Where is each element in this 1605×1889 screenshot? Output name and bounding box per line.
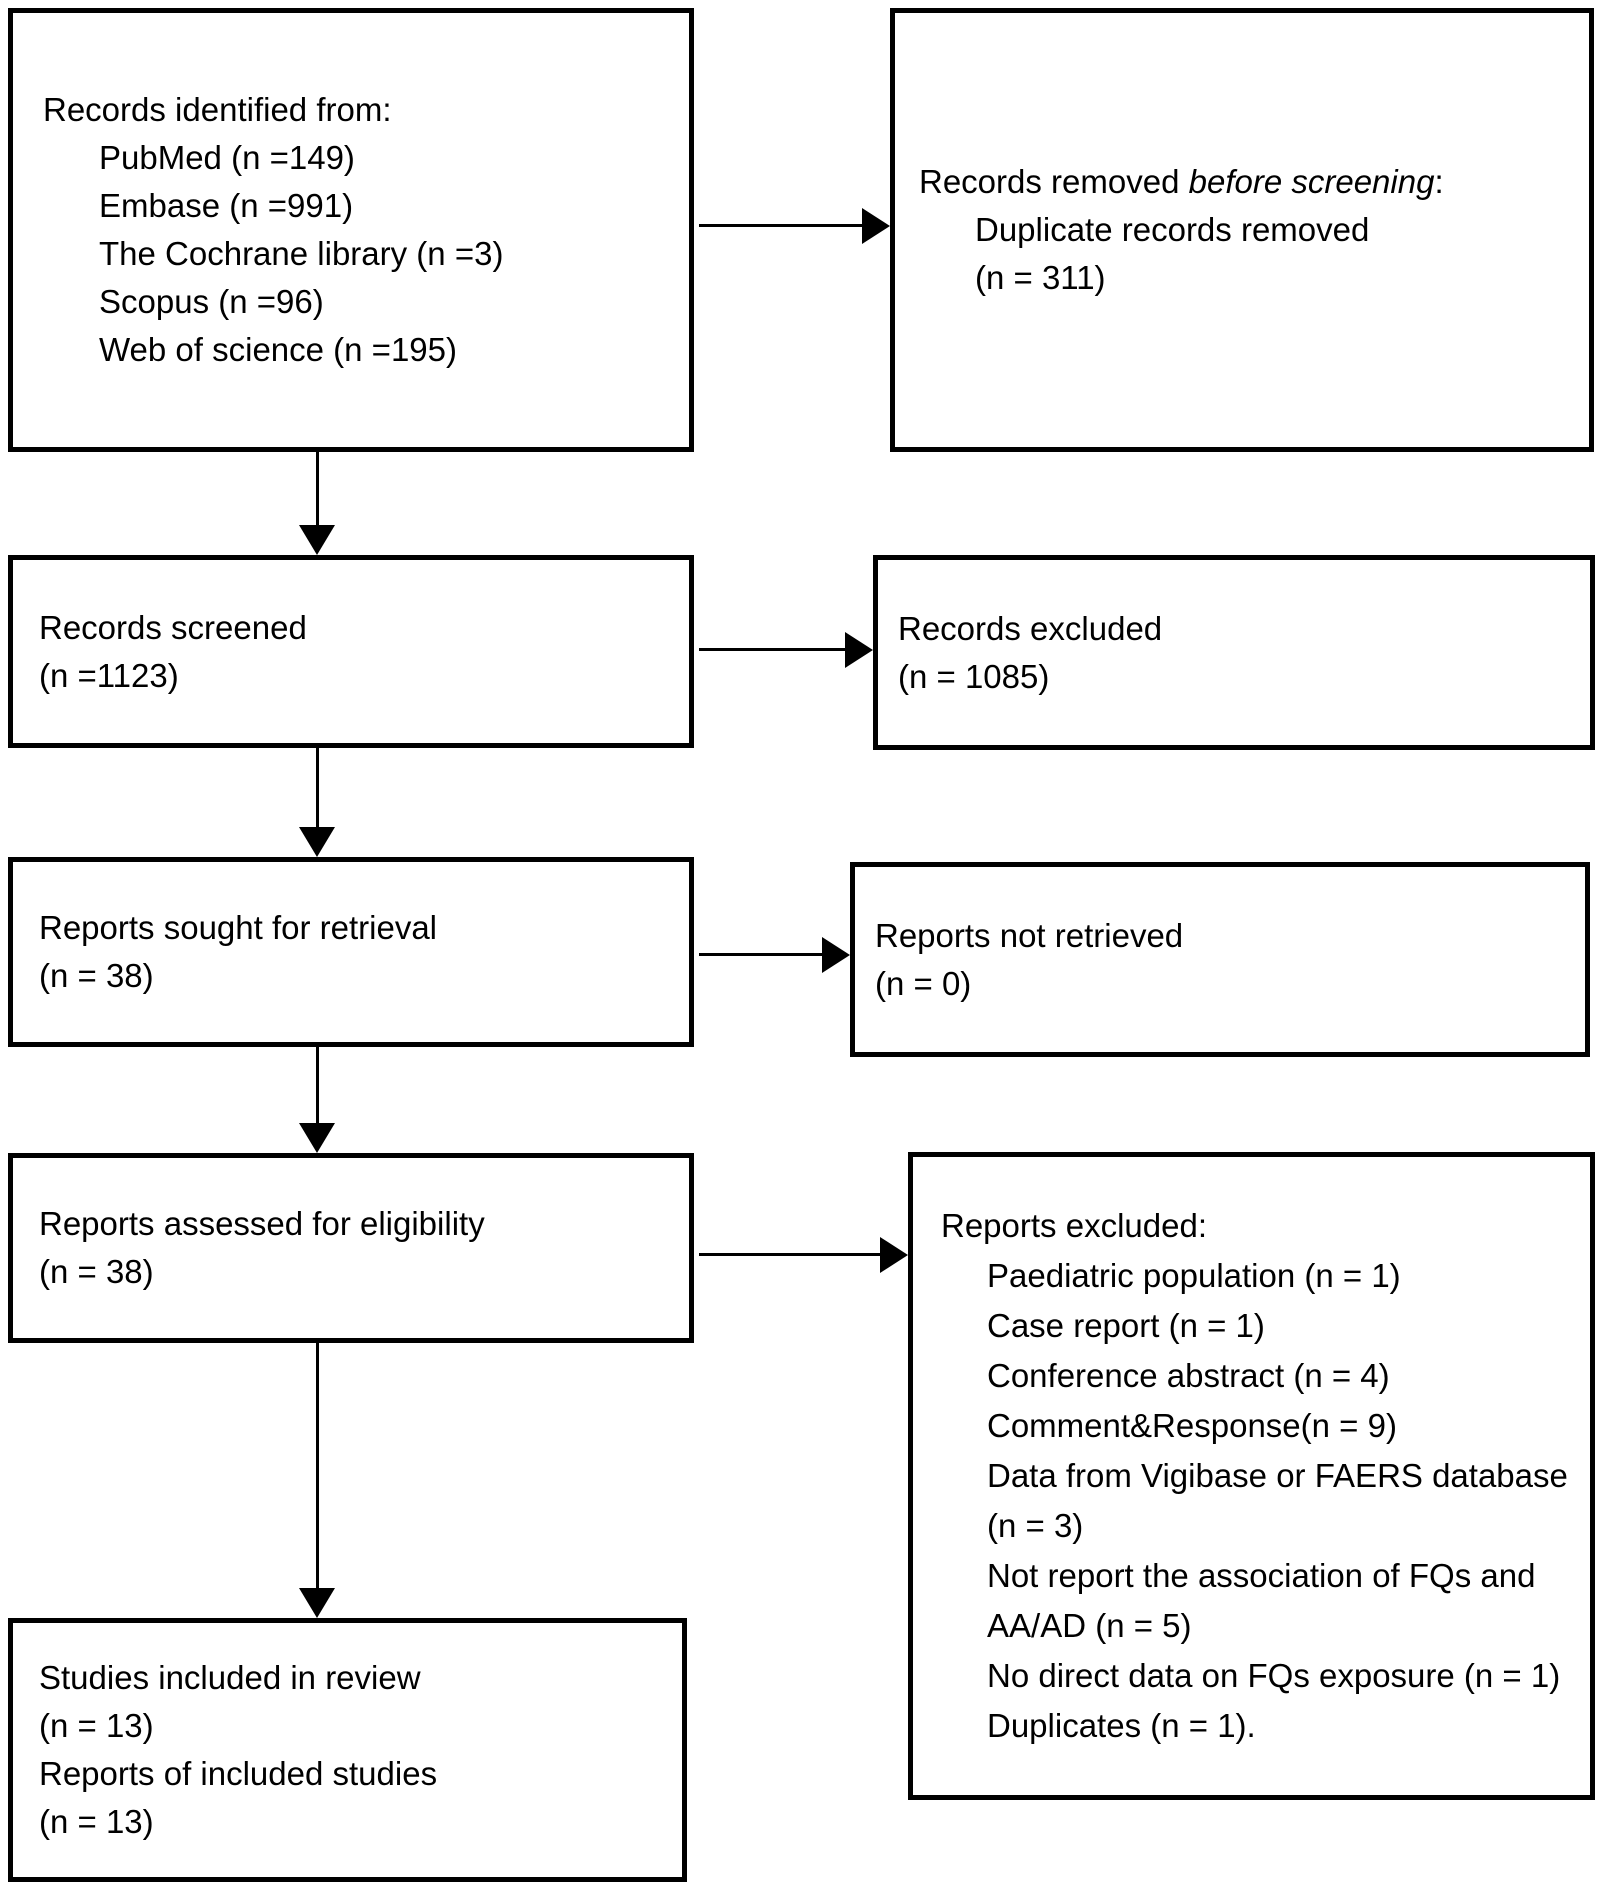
records-identified-title: Records identified from: [43, 91, 392, 128]
records-excluded-line: (n = 1085) [898, 657, 1050, 695]
records-removed-title-suffix: : [1434, 163, 1444, 200]
removed-detail-line: Duplicate records removed [975, 211, 1370, 248]
arrow-identified-to-screened-head [299, 525, 335, 555]
exclusion-reason-line: Data from Vigibase or FAERS database (n … [987, 1457, 1568, 1544]
arrow-screened-to-sought-line [316, 748, 319, 827]
exclusion-reason-line: Paediatric population (n = 1) [987, 1257, 1401, 1294]
exclusion-reason-line: Comment&Response(n = 9) [987, 1407, 1397, 1444]
records-identified-sources: PubMed (n =149) Embase (n =991) The Cochra… [43, 134, 681, 374]
records-excluded-line: Records excluded [898, 609, 1163, 647]
source-count-line: PubMed (n =149) [99, 139, 355, 176]
exclusion-reason-line: Conference abstract (n = 4) [987, 1357, 1390, 1394]
arrow-assessed-to-included-head [299, 1588, 335, 1618]
records-removed-title: Records removed before screening: [919, 158, 1581, 206]
reports-excluded-title: Reports excluded: [941, 1207, 1207, 1244]
records-screened-line: Records screened [39, 608, 307, 646]
removed-detail-line: (n = 311) [975, 259, 1106, 296]
arrow-screened-to-excluded-head [845, 632, 873, 668]
reports-assessed-line: (n = 38) [39, 1253, 154, 1290]
box-reports-sought: Reports sought for retrieval (n = 38) [8, 857, 694, 1047]
box-reports-not-retrieved: Reports not retrieved (n = 0) [850, 862, 1590, 1057]
studies-included-line: (n = 13) [39, 1803, 154, 1840]
arrow-identified-to-removed-head [862, 208, 890, 244]
arrow-sought-to-assessed-head [299, 1123, 335, 1153]
arrow-identified-to-screened-line [316, 452, 319, 525]
box-records-removed: Records removed before screening: Duplic… [890, 8, 1594, 452]
arrow-assessed-to-reports-excluded-head [880, 1237, 908, 1273]
reports-not-retrieved-line: Reports not retrieved [875, 916, 1184, 954]
arrow-identified-to-removed-line [699, 224, 862, 227]
reports-excluded-reasons: Paediatric population (n = 1) Case report… [941, 1251, 1576, 1751]
arrow-screened-to-excluded-line [699, 648, 845, 651]
source-count-line: Web of science (n =195) [99, 331, 458, 368]
arrow-screened-to-sought-head [299, 827, 335, 857]
box-reports-excluded: Reports excluded: Paediatric population … [908, 1152, 1595, 1800]
arrow-sought-to-not-retrieved-head [822, 937, 850, 973]
source-count-line: Embase (n =991) [99, 187, 354, 224]
studies-included-line: Reports of included studies [39, 1755, 438, 1792]
records-removed-details: Duplicate records removed (n = 311) [919, 206, 1581, 302]
studies-included-line: Studies included in review [39, 1659, 421, 1696]
box-records-identified: Records identified from: PubMed (n =149)… [8, 8, 694, 452]
arrow-sought-to-not-retrieved-line [699, 953, 822, 956]
exclusion-reason-line: No direct data on FQs exposure (n = 1) [987, 1657, 1561, 1694]
records-screened-line: (n =1123) [39, 656, 179, 694]
arrow-assessed-to-reports-excluded-line [699, 1253, 880, 1256]
box-records-excluded: Records excluded (n = 1085) [873, 555, 1595, 750]
box-records-screened: Records screened (n =1123) [8, 555, 694, 748]
studies-included-line: (n = 13) [39, 1707, 154, 1744]
reports-sought-line: (n = 38) [39, 957, 154, 994]
reports-sought-line: Reports sought for retrieval [39, 909, 438, 946]
exclusion-reason-line: Duplicates (n = 1). [987, 1707, 1256, 1744]
source-count-line: The Cochrane library (n =3) [99, 235, 504, 272]
records-removed-title-prefix: Records removed [919, 163, 1189, 200]
records-removed-title-italic: before screening [1188, 163, 1435, 200]
source-count-line: Scopus (n =96) [99, 283, 324, 320]
reports-assessed-line: Reports assessed for eligibility [39, 1205, 485, 1242]
box-studies-included: Studies included in review (n = 13) Report… [8, 1618, 687, 1882]
exclusion-reason-line: Case report (n = 1) [987, 1307, 1265, 1344]
box-reports-assessed: Reports assessed for eligibility (n = 38) [8, 1153, 694, 1343]
reports-not-retrieved-line: (n = 0) [875, 964, 972, 1002]
arrow-assessed-to-included-line [316, 1343, 319, 1588]
exclusion-reason-line: Not report the association of FQs and AA… [987, 1557, 1536, 1644]
arrow-sought-to-assessed-line [316, 1047, 319, 1123]
